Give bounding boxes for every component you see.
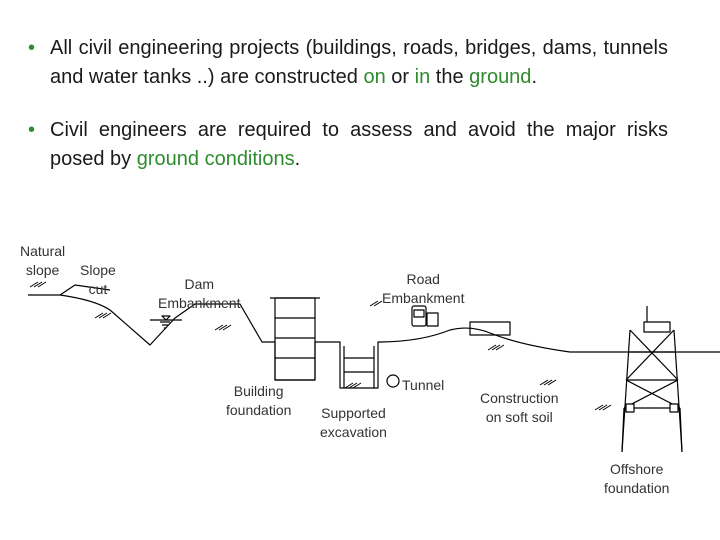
label-slope-cut: Slope cut	[80, 262, 116, 297]
bullet-1-text: All civil engineering projects (building…	[50, 37, 668, 88]
label-tunnel: Tunnel	[402, 377, 445, 393]
slope-cut-line	[59, 284, 111, 296]
bullet-2-text: Civil engineers are required to assess a…	[50, 119, 668, 170]
bullet-1: • All civil engineering projects (buildi…	[28, 34, 668, 92]
tunnel-circle	[386, 374, 400, 388]
water-marker	[161, 315, 171, 321]
label-construction-soft-soil: Construction on soft soil	[480, 390, 559, 425]
bullet-dot: •	[28, 37, 36, 59]
road-vehicles	[411, 305, 511, 336]
label-building-foundation: Building foundation	[226, 383, 292, 418]
bullet-list: • All civil engineering projects (buildi…	[28, 34, 668, 174]
bullet-2: • Civil engineers are required to assess…	[28, 116, 668, 174]
label-road-embankment: Road Embankment	[382, 271, 465, 306]
water-symbol	[160, 321, 170, 329]
label-natural-slope: Natural slope	[20, 243, 66, 278]
supported-excavation	[343, 346, 375, 388]
label-dam-embankment: Dam Embankment	[158, 276, 241, 311]
label-supported-excavation: Supported excavation	[320, 405, 387, 440]
soil-hatches	[29, 281, 612, 411]
ground-surface-line	[28, 294, 720, 389]
label-offshore-foundation: Offshore foundation	[604, 461, 670, 496]
bullet-dot: •	[28, 119, 36, 141]
building-frame	[270, 297, 320, 381]
offshore-platform	[621, 306, 683, 453]
